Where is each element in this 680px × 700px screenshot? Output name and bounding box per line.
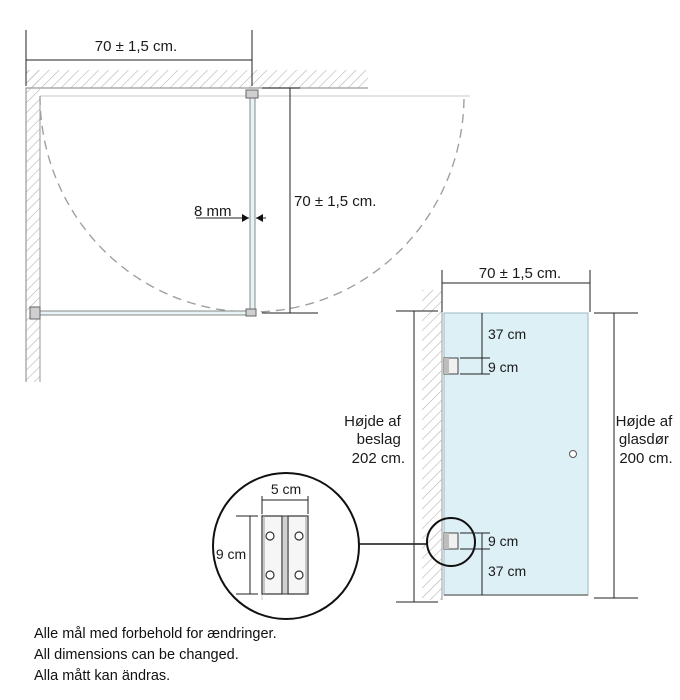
glass-door-plan xyxy=(39,310,255,316)
detail-width-label: 5 cm xyxy=(271,481,301,497)
hinge-detail: 5 cm 9 cm xyxy=(212,472,360,620)
detail-screw xyxy=(265,570,275,580)
top-bracket xyxy=(245,89,259,99)
detail-screw xyxy=(294,531,304,541)
bottom-hinge-size: 9 cm xyxy=(488,533,518,549)
detail-screw xyxy=(294,570,304,580)
fitting-height-dimension: Højde af beslag 202 cm. xyxy=(344,310,438,603)
gap-label: 8 mm xyxy=(194,203,232,220)
front-width-label: 70 ± 1,5 cm. xyxy=(479,265,561,282)
bottom-hinge-offset: 37 cm xyxy=(488,563,526,579)
depth-dimension: 70 ± 1,5 cm. xyxy=(262,87,376,314)
front-view: 70 ± 1,5 cm. 37 cm 9 cm 9 cm 37 cm Højde… xyxy=(344,265,677,603)
ceiling-wall xyxy=(26,70,368,88)
top-view: 70 ± 1,5 cm. 70 ± 1,5 cm. 8 mm xyxy=(25,30,470,382)
glass-height-label: Højde af glasdør 200 cm. xyxy=(616,413,677,467)
front-width-dimension: 70 ± 1,5 cm. xyxy=(441,265,591,312)
detail-screw xyxy=(265,531,275,541)
glass-door xyxy=(443,312,589,596)
fitting-height-label: Højde af beslag 202 cm. xyxy=(344,413,405,467)
top-width-label: 70 ± 1,5 cm. xyxy=(95,38,177,55)
top-hinge-offset: 37 cm xyxy=(488,326,526,342)
top-width-dimension: 70 ± 1,5 cm. xyxy=(25,30,253,86)
side-wall xyxy=(26,70,40,382)
depth-label: 70 ± 1,5 cm. xyxy=(294,193,376,210)
wall-hinge-bracket xyxy=(29,306,41,320)
hinge-dimensions: 37 cm 9 cm 9 cm 37 cm xyxy=(460,313,526,595)
wall-outline xyxy=(25,87,368,382)
gap-dimension: 8 mm xyxy=(194,203,266,222)
note-danish: Alle mål med forbehold for ændringer. xyxy=(34,626,277,642)
note-english: All dimensions can be changed. xyxy=(34,647,239,663)
door-knob xyxy=(569,450,577,458)
note-swedish: Alla mått kan ändras. xyxy=(34,668,171,684)
front-wall xyxy=(422,290,442,600)
glass-panel-plan xyxy=(249,94,256,314)
detail-callout-circle xyxy=(426,517,476,567)
detail-hinge-barrel xyxy=(281,515,289,595)
detail-hinge-right-plate xyxy=(287,515,309,595)
glass-height-dimension: Højde af glasdør 200 cm. xyxy=(594,312,677,599)
detail-hinge-left-plate xyxy=(261,515,283,595)
detail-height-label: 9 cm xyxy=(216,546,246,562)
top-hinge-size: 9 cm xyxy=(488,359,518,375)
